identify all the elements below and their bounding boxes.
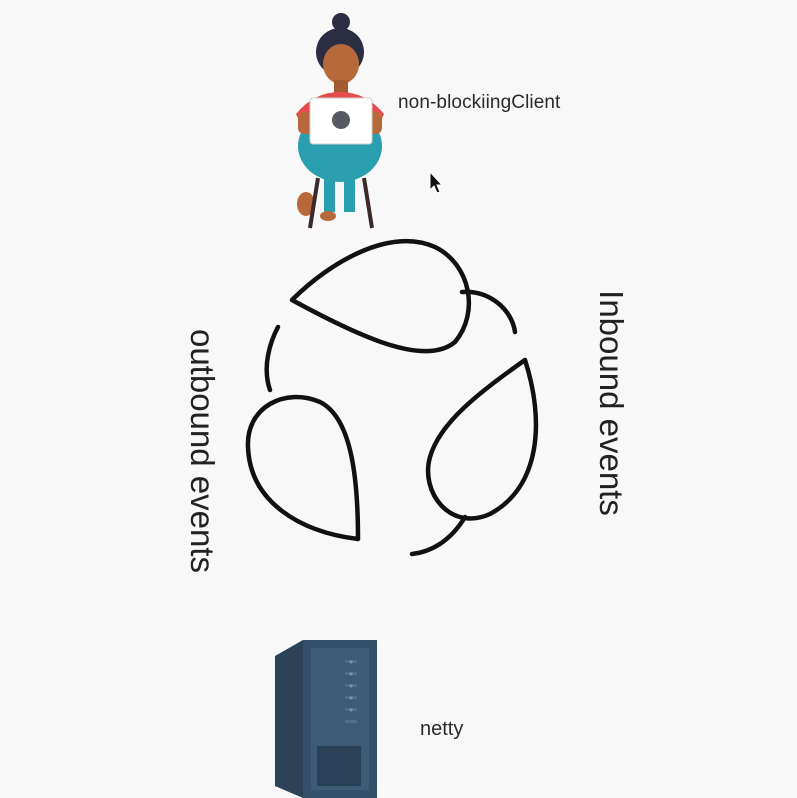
outbound-events-label: outbound events	[184, 328, 221, 574]
client-label: non-blockiingClient	[398, 92, 561, 113]
inbound-events-label: Inbound events	[593, 290, 630, 516]
server-label: netty	[420, 718, 464, 740]
three-arrow-cycle-icon	[245, 238, 539, 557]
person-with-laptop-icon	[296, 13, 384, 229]
mouse-pointer-icon	[429, 171, 444, 194]
server-rack-icon	[275, 640, 377, 798]
